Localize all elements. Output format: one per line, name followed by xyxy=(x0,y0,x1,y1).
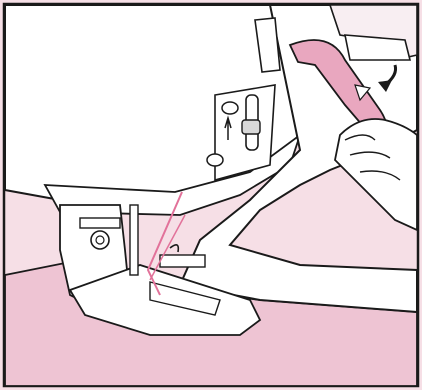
needle-plate-insert xyxy=(160,255,205,267)
slot-tab xyxy=(242,120,260,134)
clamp-plate xyxy=(80,218,120,228)
panel-hole-icon xyxy=(207,154,223,166)
panel-hole-icon xyxy=(222,102,238,114)
thumb-screw-center xyxy=(96,236,104,244)
needle xyxy=(130,205,138,275)
